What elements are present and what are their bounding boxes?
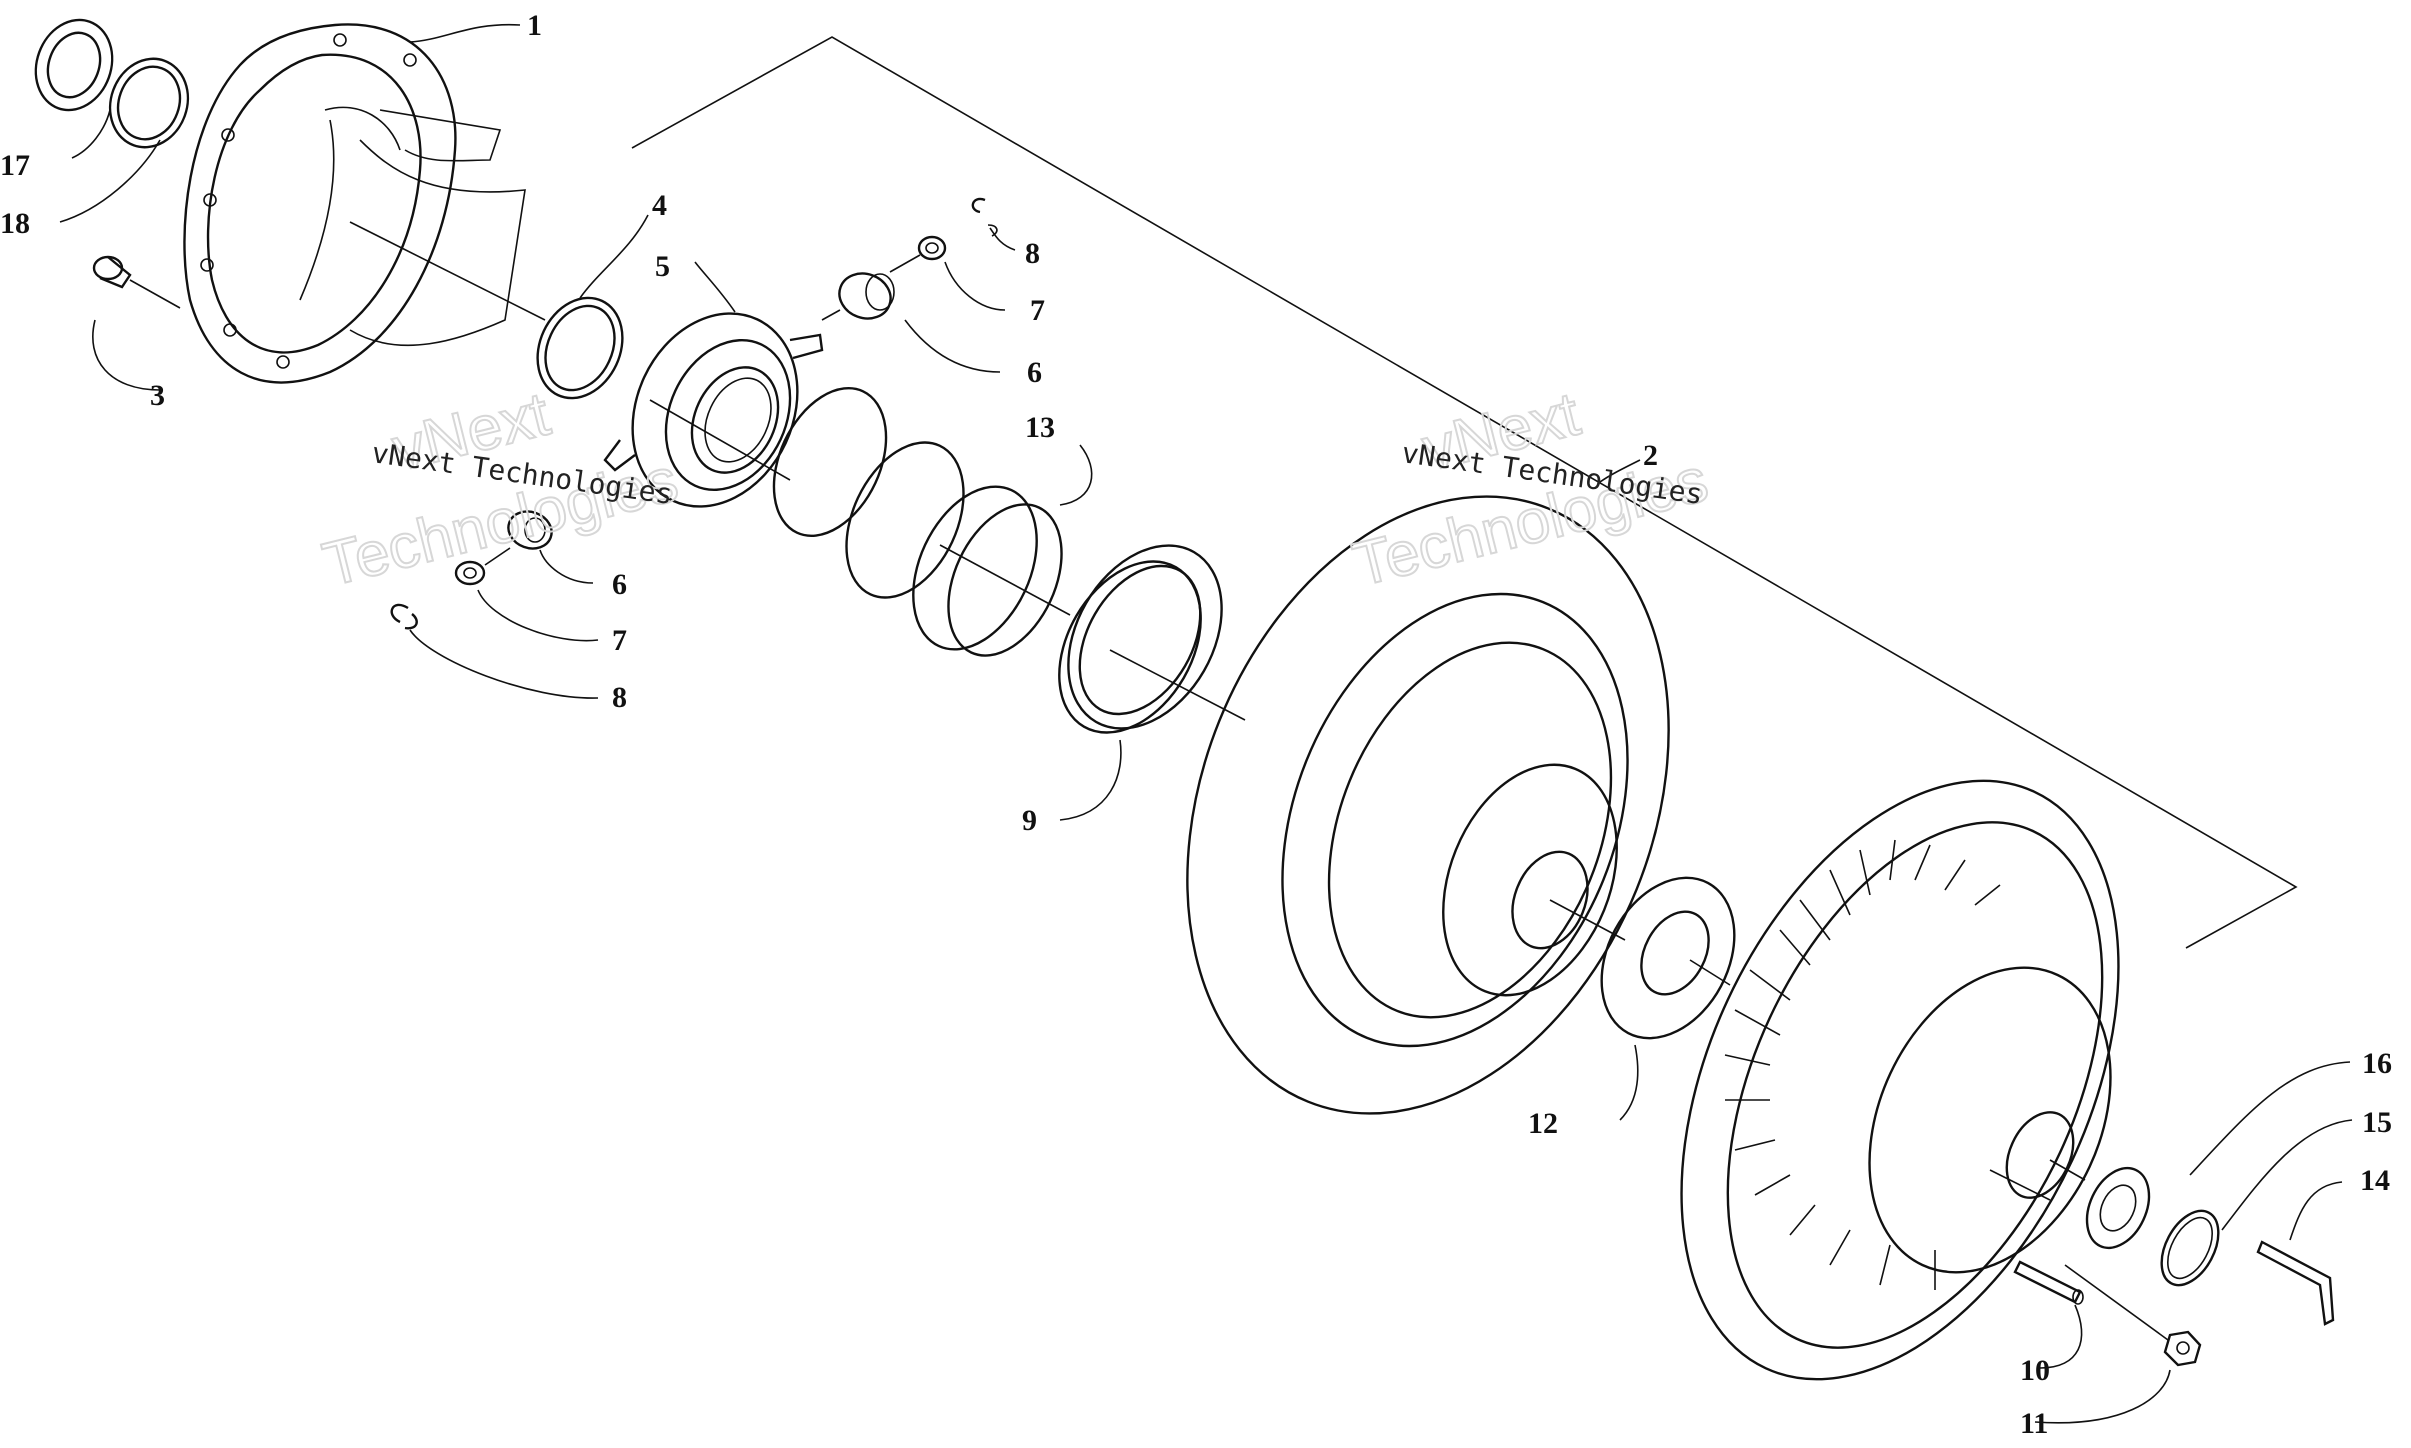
part-8-clip-lower: [390, 603, 418, 630]
callout-labels: 1 2 3 4 5 6 7 8 6 7 8 9 10 11 12 13 14 1…: [0, 9, 2392, 1440]
part-12-washer: [1600, 876, 1736, 1040]
part-9-bushing-ring: [1058, 544, 1246, 734]
part-13-spring: [772, 387, 1071, 657]
callout-18: 18: [0, 207, 30, 240]
part-5-housing: [603, 312, 824, 508]
callout-6-upper: 6: [1027, 356, 1042, 389]
callout-10: 10: [2020, 1354, 2050, 1387]
part-14-hex-key: [2256, 1240, 2335, 1326]
part-3-screw: [92, 255, 181, 309]
callout-9: 9: [1022, 804, 1037, 837]
part-6-bushing-lower: [507, 510, 553, 550]
leader-lines: [59, 23, 2353, 1424]
callout-16: 16: [2362, 1047, 2392, 1080]
part-7-washer-lower: [454, 547, 511, 586]
callout-17: 17: [0, 149, 30, 182]
part-1-cover: [183, 23, 546, 384]
callout-6-lower: 6: [612, 568, 627, 601]
callout-8-upper: 8: [1025, 237, 1040, 270]
part-6-bushing-upper: [821, 272, 895, 321]
callout-14: 14: [2360, 1164, 2390, 1197]
part-4-retaining-ring: [536, 296, 624, 400]
part-18-oring: [108, 57, 190, 149]
part-17-seal: [34, 18, 114, 112]
watermarks: vNext Technologies vNext Technologies vN…: [316, 378, 1716, 600]
callout-3: 3: [150, 379, 165, 412]
callout-1: 1: [527, 9, 542, 42]
callout-8-lower: 8: [612, 681, 627, 714]
callout-11: 11: [2020, 1407, 2048, 1440]
callout-7-lower: 7: [612, 624, 627, 657]
part-10-pin: [2013, 1260, 2084, 1305]
assembly-bracket: [631, 36, 2298, 949]
callout-12: 12: [1528, 1107, 1558, 1140]
callout-15: 15: [2362, 1106, 2392, 1139]
callout-2: 2: [1643, 439, 1658, 472]
part-15-snap-ring: [2160, 1209, 2220, 1287]
callout-13: 13: [1025, 411, 1055, 444]
part-16-spline-washer: [2085, 1166, 2151, 1250]
part-2-sheave: [1186, 495, 1670, 1115]
fixed-sheave: [1680, 779, 2120, 1381]
callout-5: 5: [655, 250, 670, 283]
callout-4: 4: [652, 189, 667, 222]
part-11-nut: [2064, 1264, 2202, 1367]
callout-7-upper: 7: [1030, 294, 1045, 327]
part-7-washer-upper: [889, 235, 947, 273]
part-8-clip-upper: [971, 197, 998, 237]
